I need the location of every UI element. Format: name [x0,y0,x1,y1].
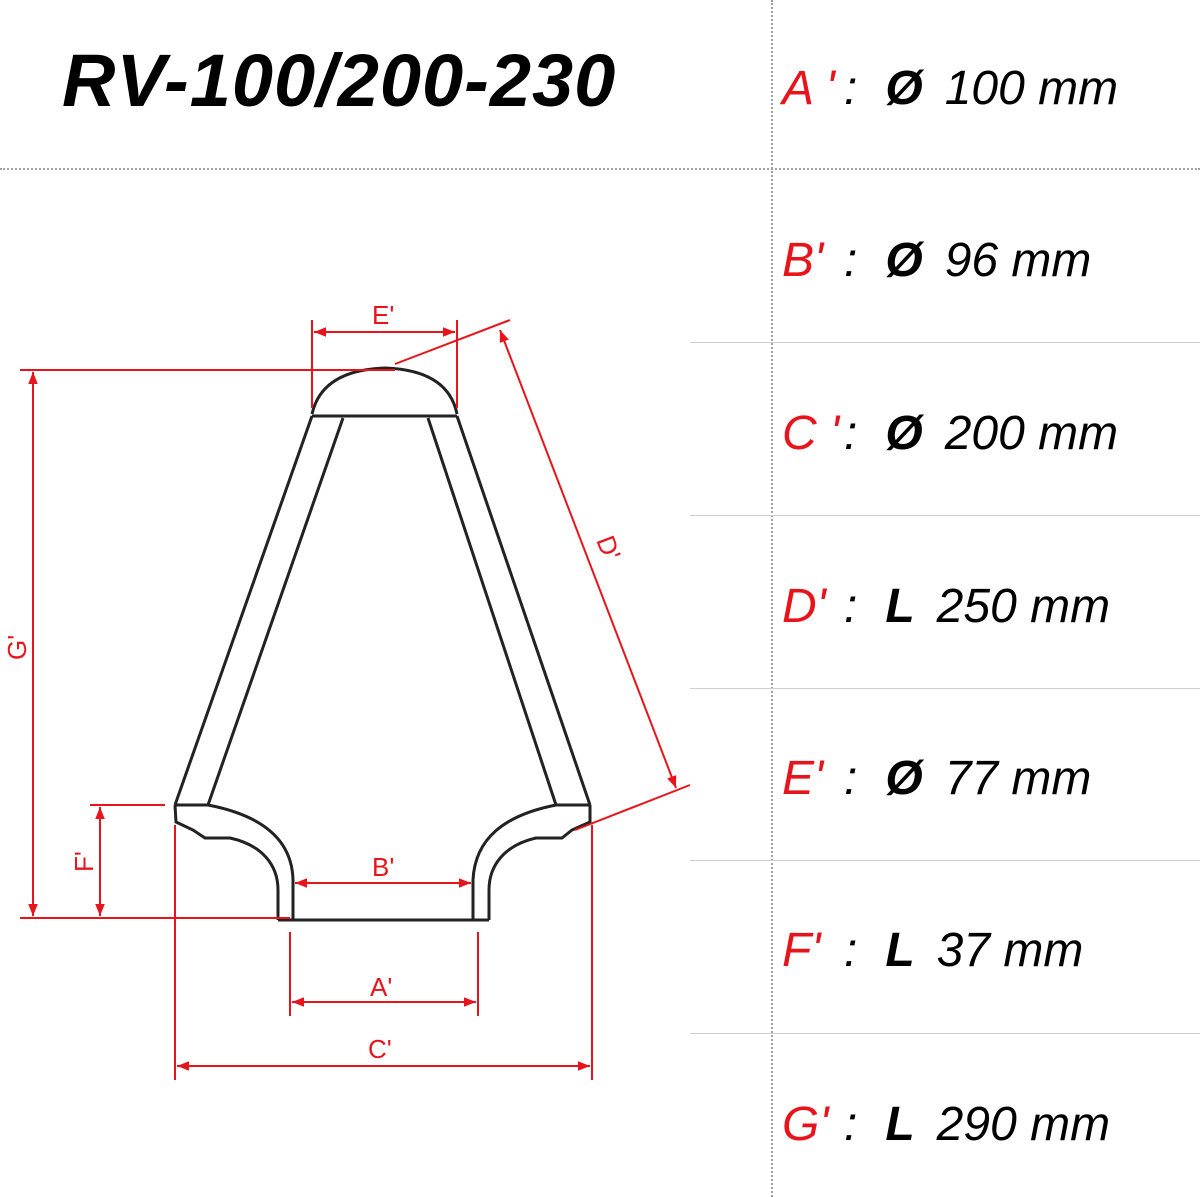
spec-value: 37 mm [936,923,1084,977]
column-divider [771,0,773,1197]
row-divider [690,342,1200,343]
spec-value: 290 mm [936,1097,1111,1151]
spec-colon: : [844,1097,858,1151]
spec-value: 100 mm [944,61,1119,115]
spec-colon: : [844,923,858,977]
row-divider [690,688,1200,689]
spec-label: A ' [782,61,835,115]
spec-colon: : [844,751,858,805]
spec-row-b: B': Ø 96 mm [782,230,1091,290]
part-outline [173,366,592,922]
row-divider [690,1033,1200,1034]
row-divider [690,515,1200,516]
spec-row-g: G': L 290 mm [782,1094,1110,1154]
dim-label-b: B' [372,852,394,882]
dim-label-a: A' [370,972,392,1002]
spec-value: 200 mm [944,406,1119,460]
length-symbol: L [885,1097,915,1151]
spec-row-e: E': Ø 77 mm [782,748,1091,808]
spec-colon: : [844,406,858,460]
dim-label-e: E' [372,300,394,330]
dimension-lines [20,319,691,1080]
spec-label: B' [782,233,824,287]
dim-label-g: G' [2,635,32,660]
spec-row-f: F': L 37 mm [782,920,1083,980]
product-title: RV-100/200-230 [62,39,617,122]
spec-row-c: C ': Ø 200 mm [782,403,1118,463]
spec-label: D' [782,579,826,633]
diameter-symbol: Ø [885,751,923,805]
dim-label-f: F' [69,851,99,872]
spec-label: E' [782,751,824,805]
spec-value: 77 mm [944,751,1092,805]
dim-label-d: D' [590,531,627,564]
spec-label: C ' [782,406,840,460]
spec-colon: : [844,579,858,633]
spec-row-a: A ': Ø 100 mm [782,58,1118,118]
spec-label: G' [782,1097,829,1151]
spec-value: 96 mm [944,233,1092,287]
spec-row-d: D': L 250 mm [782,576,1110,636]
diameter-symbol: Ø [885,406,923,460]
length-symbol: L [885,923,915,977]
diameter-symbol: Ø [885,233,923,287]
row-divider [0,168,1200,170]
length-symbol: L [885,579,915,633]
diameter-symbol: Ø [885,61,923,115]
spec-colon: : [844,61,858,115]
row-divider [690,860,1200,861]
spec-colon: : [844,233,858,287]
reducer-drawing: E' B' A' C' G' F' D' [2,300,691,1080]
dim-label-c: C' [368,1034,392,1064]
spec-label: F' [782,923,821,977]
spec-value: 250 mm [936,579,1111,633]
